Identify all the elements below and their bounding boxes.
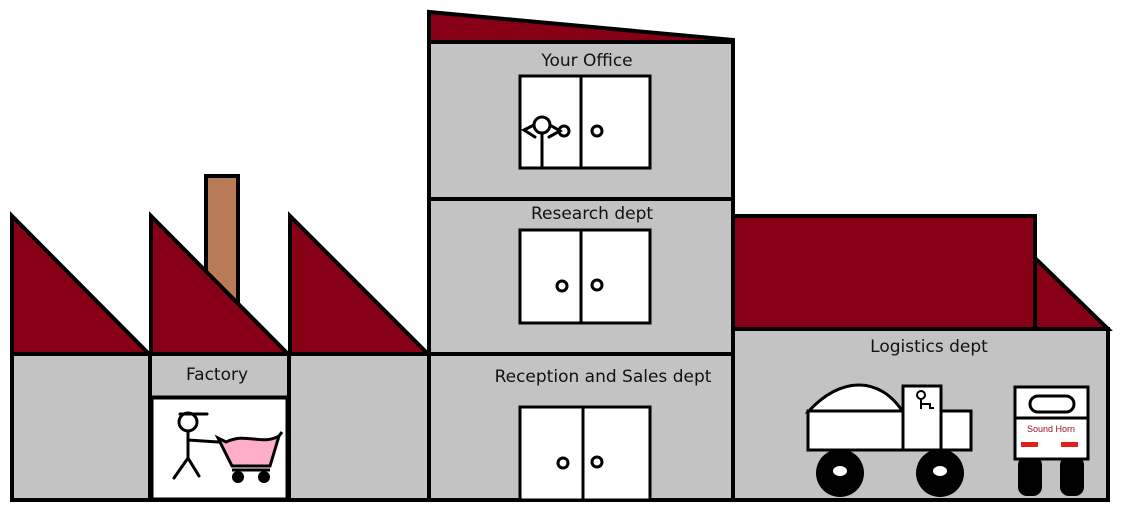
- factory-wall-right: [287, 352, 431, 502]
- sound-horn-button[interactable]: [1018, 420, 1085, 438]
- factory-room[interactable]: [150, 396, 289, 501]
- truck-driver-icon: [916, 390, 934, 409]
- research-label: Research dept: [531, 204, 653, 224]
- truck-cab: [901, 384, 943, 452]
- sawtooth-roof-1: [10, 211, 154, 356]
- reception-door[interactable]: [518, 405, 652, 502]
- truck-cargo-bed: [806, 409, 906, 452]
- sound-horn-label[interactable]: Sound Horn: [1027, 424, 1075, 434]
- office-label: Your Office: [540, 51, 632, 71]
- delivery-truck-front: Sound Horn: [1013, 385, 1090, 496]
- logistics-roof-slope: [1033, 253, 1113, 331]
- sawtooth-roof-3: [288, 211, 433, 356]
- factory-worker-icon: [172, 411, 220, 480]
- office-door-knob-right: [590, 124, 604, 138]
- truck-front-tire-right: [1060, 456, 1084, 496]
- truck-headlight-right: [1061, 442, 1078, 447]
- research-door-knob-right: [590, 278, 604, 292]
- factory-wall-left: [10, 352, 152, 502]
- truck-headlight-left: [1021, 442, 1038, 447]
- truck-hood: [939, 409, 973, 452]
- factory-label: Factory: [186, 365, 248, 385]
- reception-label: Reception and Sales dept: [495, 367, 712, 387]
- logistics-wing: Logistics dept Sound Horn: [731, 214, 1113, 502]
- reception-door-knob-left: [556, 456, 570, 470]
- tower-roof: [427, 9, 735, 44]
- truck-front-tire-left: [1018, 456, 1042, 496]
- factory-cart-icon: [214, 431, 284, 483]
- central-tower: Your Office Research dept Reception and …: [427, 9, 735, 502]
- reception-door-knob-right: [590, 455, 604, 469]
- factory-wing: Factory: [10, 174, 433, 502]
- research-door[interactable]: [518, 228, 652, 325]
- office-person-icon: [520, 115, 564, 168]
- truck-cargo-load: [804, 383, 906, 414]
- logistics-label: Logistics dept: [870, 337, 988, 357]
- delivery-truck-side[interactable]: [804, 383, 973, 497]
- office-door[interactable]: [518, 74, 652, 170]
- logistics-roof: [731, 214, 1037, 331]
- truck-front-windshield: [1028, 394, 1076, 414]
- research-door-knob-left: [555, 279, 569, 293]
